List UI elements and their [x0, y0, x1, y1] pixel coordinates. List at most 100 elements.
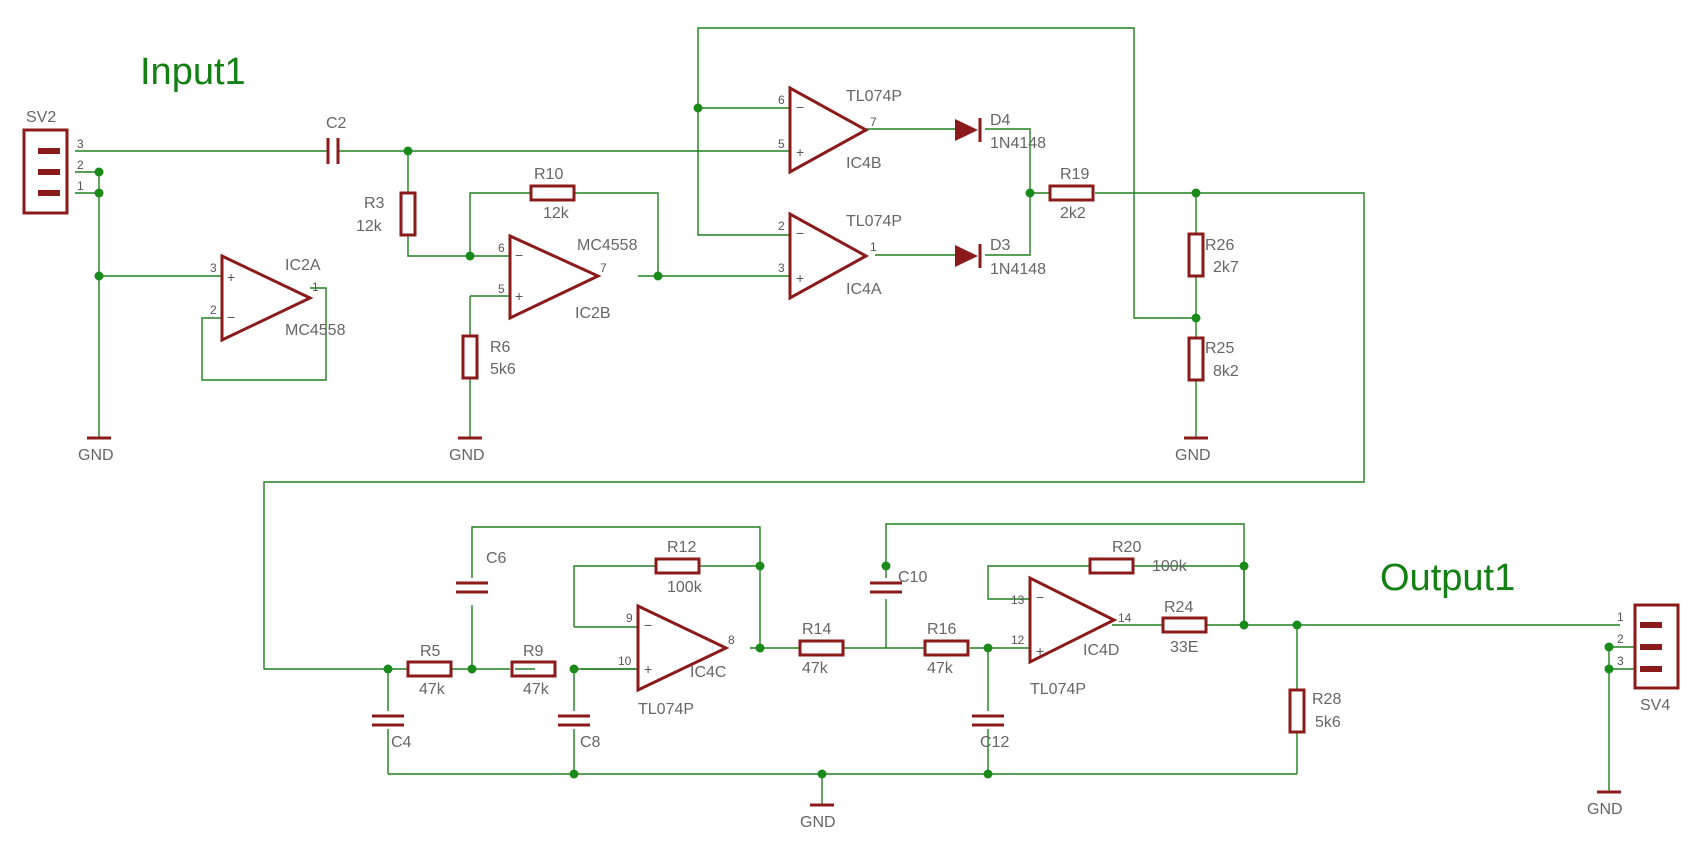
ic4b-minus-sign: − [796, 99, 804, 115]
ic2b-pin-out: 7 [600, 261, 607, 275]
ic4a-pin-plus: 3 [778, 261, 785, 275]
ic4c-pin-minus: 9 [626, 611, 633, 625]
sv2-pin-1: 1 [77, 179, 84, 193]
ic2a-name: IC2A [285, 257, 321, 274]
input-title: Input1 [140, 51, 246, 93]
resistor-r6: R6 5k6 [461, 334, 516, 380]
r26-value: 2k7 [1213, 259, 1239, 276]
opamp-ic4d: − + 13 12 14 IC4D TL074P [1011, 575, 1132, 698]
ic4b-name: IC4B [846, 155, 882, 172]
ic2a-pin-out: 1 [312, 280, 319, 294]
ic4d-plus-sign: + [1036, 643, 1044, 659]
capacitor-c6: C6 [456, 550, 507, 594]
r25-value: 8k2 [1213, 363, 1239, 380]
r10-value: 12k [543, 205, 570, 222]
resistor-r26: R26 2k7 [1187, 232, 1239, 278]
resistor-r16: R16 47k [923, 621, 970, 677]
diode-d3: D3 1N4148 [955, 237, 1046, 278]
capacitor-c2: C2 [326, 115, 347, 164]
ic4b-plus-sign: + [796, 144, 804, 160]
d3-name: D3 [990, 237, 1011, 254]
r20-name: R20 [1112, 539, 1141, 556]
r5-name: R5 [420, 643, 441, 660]
r16-name: R16 [927, 621, 956, 638]
r12-name: R12 [667, 539, 696, 556]
output-title: Output1 [1380, 557, 1515, 599]
gnd-2: GND [449, 436, 485, 464]
opamp-ic2b: − + 6 5 7 IC2B MC4558 [498, 233, 638, 322]
c2-name: C2 [326, 115, 347, 132]
capacitor-c10: C10 [870, 569, 927, 594]
gnd-label-3: GND [1175, 447, 1211, 464]
r3-name: R3 [364, 195, 385, 212]
resistor-r14: R14 47k [798, 621, 845, 677]
ic4b-pin-plus: 5 [778, 137, 785, 151]
r14-name: R14 [802, 621, 831, 638]
ic2b-value: MC4558 [577, 237, 638, 254]
c10-name: C10 [898, 569, 927, 586]
ic4d-pin-minus: 13 [1011, 593, 1025, 607]
ic2a-minus-sign: − [227, 309, 235, 325]
ic4b-pin-out: 7 [870, 115, 877, 129]
gnd-label-4: GND [800, 814, 836, 831]
wires [75, 27, 1635, 805]
ic2a-plus-sign: + [227, 269, 235, 285]
r5-value: 47k [419, 681, 446, 698]
capacitor-c4: C4 [372, 714, 412, 751]
ic4a-value: TL074P [846, 213, 902, 230]
ic2b-pin-minus: 6 [498, 241, 505, 255]
resistor-r9: R9 47k [510, 643, 557, 698]
diode-d4: D4 1N4148 [955, 112, 1046, 152]
ic4d-name: IC4D [1083, 642, 1119, 659]
r10-name: R10 [534, 166, 563, 183]
r26-name: R26 [1205, 237, 1234, 254]
ic4a-plus-sign: + [796, 270, 804, 286]
r19-name: R19 [1060, 166, 1089, 183]
ic2b-pin-plus: 5 [498, 282, 505, 296]
resistor-r28: R28 5k6 [1288, 688, 1341, 734]
c6-name: C6 [486, 550, 507, 567]
r14-value: 47k [802, 660, 829, 677]
gnd-5: GND [1587, 790, 1623, 818]
r16-value: 47k [927, 660, 954, 677]
sv4-connector: SV4 1 2 3 [1617, 603, 1680, 714]
c8-name: C8 [580, 734, 601, 751]
r9-value: 47k [523, 681, 550, 698]
ic4c-plus-sign: + [644, 661, 652, 677]
ic4c-pin-plus: 10 [618, 654, 632, 668]
r6-value: 5k6 [490, 361, 516, 378]
ic4a-name: IC4A [846, 281, 882, 298]
ic4c-value: TL074P [638, 701, 694, 718]
r19-value: 2k2 [1060, 205, 1086, 222]
gnd-4: GND [800, 803, 836, 831]
ic2a-value: MC4558 [285, 322, 346, 339]
r20-value: 100k [1152, 558, 1188, 575]
junctions [94, 103, 1614, 779]
ic4c-pin-out: 8 [728, 633, 735, 647]
r12-value: 100k [667, 579, 703, 596]
ic4b-value: TL074P [846, 88, 902, 105]
gnd-label-2: GND [449, 447, 485, 464]
sv4-pin-1: 1 [1617, 610, 1624, 624]
c12-name: C12 [980, 734, 1009, 751]
ic4a-pin-minus: 2 [778, 219, 785, 233]
d4-value: 1N4148 [990, 135, 1046, 152]
capacitor-c8: C8 [558, 714, 601, 751]
d4-name: D4 [990, 112, 1011, 129]
opamp-ic4b: − + 6 5 7 IC4B TL074P [778, 85, 902, 175]
sv2-pin-3: 3 [77, 137, 84, 151]
resistor-r20: R20 100k [1088, 539, 1188, 575]
resistor-r5: R5 47k [406, 643, 453, 698]
ic2b-minus-sign: − [515, 247, 523, 263]
r28-value: 5k6 [1315, 714, 1341, 731]
sv4-pin-3: 3 [1617, 654, 1624, 668]
sv2-label: SV2 [26, 109, 56, 126]
opamp-ic4a: − + 2 3 1 IC4A TL074P [778, 211, 902, 301]
ic4d-pin-out: 14 [1118, 611, 1132, 625]
ic2b-plus-sign: + [515, 288, 523, 304]
ic4b-pin-minus: 6 [778, 93, 785, 107]
c4-name: C4 [391, 734, 412, 751]
resistor-r12: R12 100k [654, 539, 703, 596]
ic4d-pin-plus: 12 [1011, 633, 1025, 647]
